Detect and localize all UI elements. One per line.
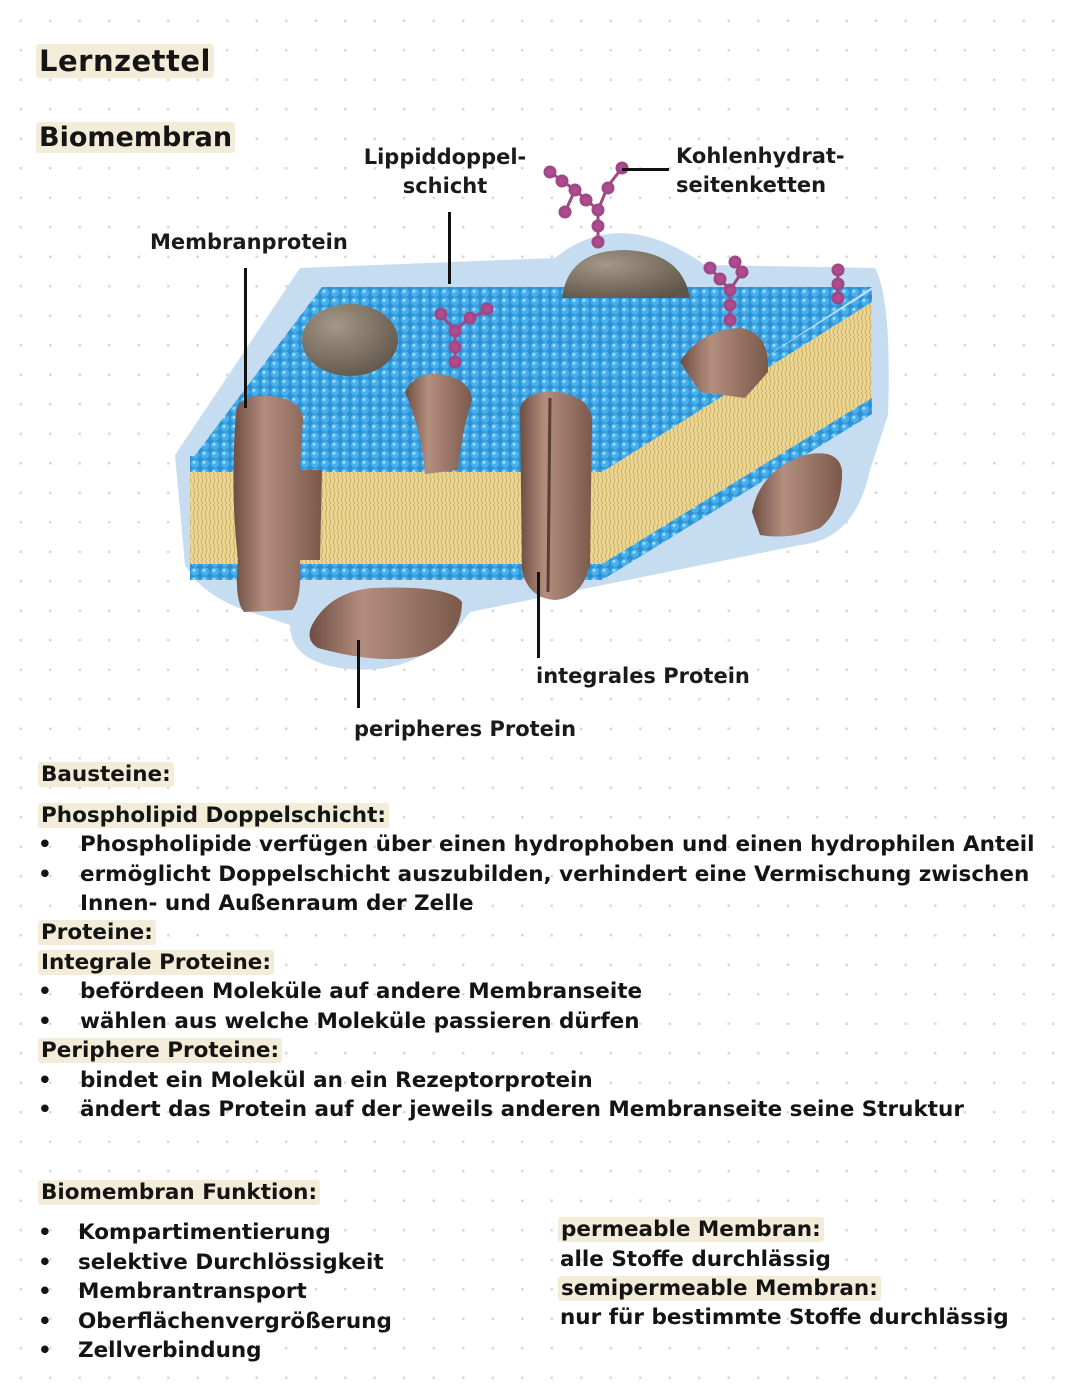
section-heading-biomembran: Biomembran <box>36 122 236 153</box>
label-peripheral-protein: peripheres Protein <box>354 717 577 741</box>
carbohydrate-chain-mid <box>434 302 494 369</box>
heading-integrale-proteine: Integrale Proteine: <box>38 948 274 978</box>
label-carbohydrate: Kohlenhydrat- seitenketten <box>676 144 845 197</box>
page-title: Lernzettel <box>36 44 214 78</box>
channel-gap <box>546 397 552 593</box>
label-integral-protein: integrales Protein <box>536 664 750 688</box>
text-semipermeable: nur für bestimmte Stoffe durchlässig <box>560 1305 1009 1330</box>
biomembrane-diagram <box>175 161 889 670</box>
carbohydrate-chain-right <box>703 255 749 327</box>
heading-phospholipid: Phospholipid Doppelschicht: <box>38 801 389 831</box>
channel-protein-small <box>405 373 472 474</box>
text-permeable: alle Stoffe durchlässig <box>560 1247 831 1272</box>
leader-lipid-bilayer <box>448 212 451 284</box>
leader-peripheral-protein <box>357 640 360 708</box>
side-protein-right <box>680 328 769 398</box>
heading-bausteine: Bausteine: <box>38 760 174 790</box>
membrane-protein-left <box>233 395 322 612</box>
leader-carbohydrate <box>622 168 669 171</box>
heading-semipermeable: semipermeable Membran: <box>558 1274 881 1304</box>
globular-protein-top <box>562 250 690 298</box>
heading-funktion: Biomembran Funktion: <box>38 1178 321 1208</box>
label-lipid-bilayer: Lippiddoppel- schicht <box>363 145 527 198</box>
carbohydrate-chain-far-right <box>831 263 845 305</box>
heading-periphere-proteine: Periphere Proteine: <box>38 1036 283 1066</box>
protein-right-bottom <box>752 453 843 537</box>
membrane-side-tails <box>602 302 872 564</box>
globular-protein-left <box>302 304 398 376</box>
integral-protein-center <box>520 391 592 600</box>
label-membrane-protein: Membranprotein <box>150 230 348 254</box>
leader-integral-protein <box>537 572 540 658</box>
heading-proteine: Proteine: <box>38 918 156 948</box>
membrane-side-heads-bottom <box>602 398 872 580</box>
carbohydrate-chain-top <box>543 161 629 249</box>
leader-membrane-protein <box>244 268 247 408</box>
peripheral-protein-bottom <box>309 587 462 660</box>
heading-permeable: permeable Membran: <box>558 1215 824 1245</box>
